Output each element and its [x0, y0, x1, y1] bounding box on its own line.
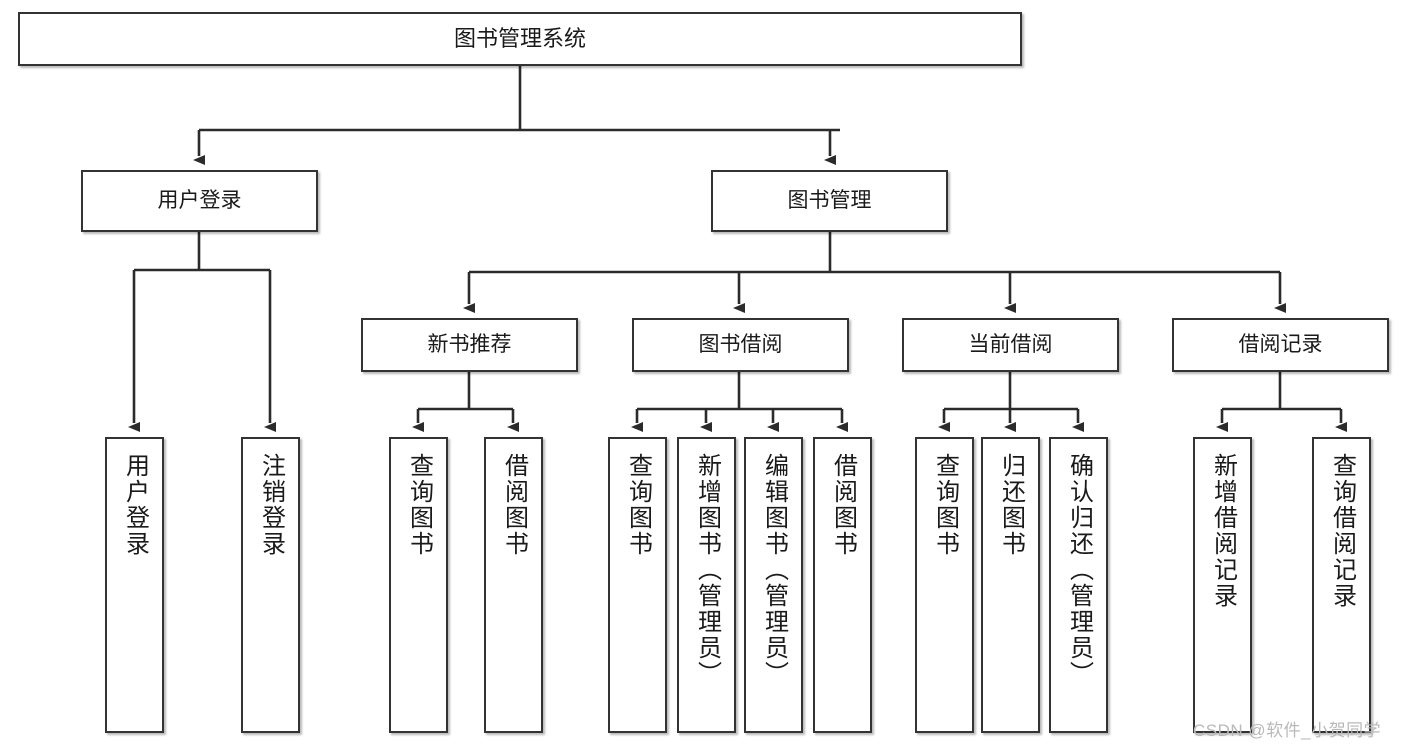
leaf-new-book-borrow[interactable]: 借阅图书	[484, 437, 543, 733]
leaf-current-borrow-query-label: 查询图书	[931, 453, 959, 557]
node-book-borrow[interactable]: 图书借阅	[632, 318, 849, 372]
node-borrow-record-label: 借阅记录	[1238, 332, 1323, 356]
leaf-user-login-signin[interactable]: 用户登录	[105, 437, 164, 733]
node-current-borrow[interactable]: 当前借阅	[902, 318, 1119, 372]
leaf-book-borrow-query-label: 查询图书	[624, 453, 652, 557]
node-root-label: 图书管理系统	[453, 26, 586, 52]
node-book-borrow-label: 图书借阅	[698, 332, 783, 356]
leaf-book-borrow-add-label: 新增图书（管理员）	[693, 453, 721, 687]
csdn-watermark: CSDN @软件_小贺同学	[1193, 721, 1382, 740]
leaf-user-login-signout-label: 注销登录	[257, 453, 285, 557]
leaf-current-borrow-confirm[interactable]: 确认归还（管理员）	[1049, 437, 1108, 733]
node-book-management-label: 图书管理	[787, 188, 872, 212]
leaf-borrow-record-add-label: 新增借阅记录	[1209, 453, 1237, 609]
leaf-book-borrow-query[interactable]: 查询图书	[608, 437, 667, 733]
node-user-login[interactable]: 用户登录	[81, 170, 318, 232]
leaf-current-borrow-confirm-label: 确认归还（管理员）	[1065, 453, 1093, 687]
leaf-book-borrow-edit-label: 编辑图书（管理员）	[760, 453, 788, 687]
node-current-borrow-label: 当前借阅	[968, 332, 1053, 356]
leaf-book-borrow-edit[interactable]: 编辑图书（管理员）	[744, 437, 803, 733]
leaf-borrow-record-query[interactable]: 查询借阅记录	[1312, 437, 1371, 733]
node-user-login-label: 用户登录	[157, 188, 242, 212]
leaf-borrow-record-query-label: 查询借阅记录	[1328, 453, 1356, 609]
leaf-current-borrow-return-label: 归还图书	[997, 453, 1025, 557]
leaf-new-book-query[interactable]: 查询图书	[389, 437, 448, 733]
leaf-user-login-signin-label: 用户登录	[121, 453, 149, 557]
node-new-book-recommend[interactable]: 新书推荐	[361, 318, 578, 372]
leaf-book-borrow-add[interactable]: 新增图书（管理员）	[677, 437, 736, 733]
leaf-current-borrow-return[interactable]: 归还图书	[981, 437, 1040, 733]
node-book-management[interactable]: 图书管理	[711, 170, 948, 232]
leaf-borrow-record-add[interactable]: 新增借阅记录	[1193, 437, 1252, 733]
node-new-book-recommend-label: 新书推荐	[427, 332, 512, 356]
leaf-user-login-signout[interactable]: 注销登录	[241, 437, 300, 733]
leaf-new-book-query-label: 查询图书	[405, 453, 433, 557]
leaf-new-book-borrow-label: 借阅图书	[500, 453, 528, 557]
leaf-book-borrow-lend-label: 借阅图书	[829, 453, 857, 557]
node-root[interactable]: 图书管理系统	[18, 12, 1022, 66]
leaf-book-borrow-lend[interactable]: 借阅图书	[813, 437, 872, 733]
node-borrow-record[interactable]: 借阅记录	[1172, 318, 1389, 372]
leaf-current-borrow-query[interactable]: 查询图书	[915, 437, 974, 733]
